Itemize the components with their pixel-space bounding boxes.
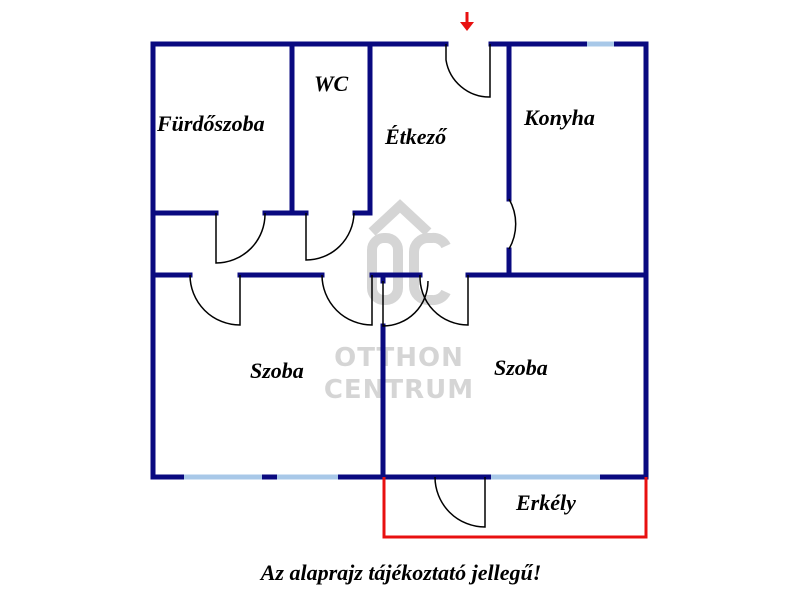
kitchen-door xyxy=(508,198,517,250)
watermark-logo-icon xyxy=(367,199,451,306)
room-label-konyha: Konyha xyxy=(523,105,595,130)
room-label-szoba-right: Szoba xyxy=(494,355,548,380)
balcony-outline xyxy=(382,477,648,539)
watermark: OTTHON CENTRUM xyxy=(324,199,474,405)
room-right-door-1 xyxy=(382,280,429,327)
wc-door xyxy=(305,212,355,261)
room-label-etkezo: Étkező xyxy=(384,124,448,149)
room-label-erkely: Erkély xyxy=(515,490,576,515)
room-left-door xyxy=(189,274,241,326)
room-label-wc: WC xyxy=(314,71,349,96)
watermark-line2: CENTRUM xyxy=(324,375,474,405)
walls xyxy=(150,41,649,480)
entrance-door xyxy=(445,44,491,98)
room-label-szoba-left: Szoba xyxy=(250,358,304,383)
disclaimer: Az alaprajz tájékoztató jellegű! xyxy=(259,560,542,585)
watermark-line1: OTTHON xyxy=(334,343,464,373)
windows xyxy=(184,41,614,480)
bathroom-door xyxy=(215,212,266,264)
room-mid-door xyxy=(321,274,373,326)
room-label-furdoszoba: Fürdőszoba xyxy=(156,111,265,136)
balcony-door xyxy=(434,476,486,528)
doors xyxy=(189,44,517,528)
down-arrow-icon xyxy=(460,12,474,31)
room-right-door-2 xyxy=(419,274,469,326)
